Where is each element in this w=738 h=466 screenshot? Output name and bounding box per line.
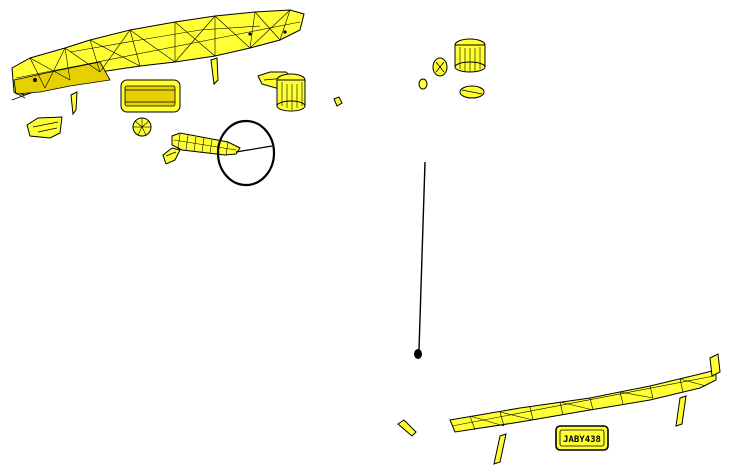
bumper-bracket xyxy=(675,395,687,427)
dashboard-support-leg xyxy=(210,57,219,86)
dashboard-panel xyxy=(11,9,305,101)
bumper-end-cap xyxy=(709,353,721,377)
instrument-cluster xyxy=(120,79,181,113)
license-plate: JABY438 xyxy=(555,425,609,451)
small-bracket xyxy=(333,96,343,107)
antenna xyxy=(414,161,426,359)
bumper-bracket xyxy=(397,419,417,437)
steering-wheel xyxy=(216,119,276,187)
oval-disc xyxy=(432,57,448,77)
seat-cylinder xyxy=(276,73,306,112)
steering-column xyxy=(171,132,241,156)
left-vent xyxy=(26,116,63,139)
dashboard-support-leg xyxy=(70,91,78,116)
license-plate-text: JABY438 xyxy=(563,435,601,445)
round-vent xyxy=(132,117,152,137)
bumper-bracket xyxy=(493,433,507,465)
shift-knob xyxy=(162,147,181,165)
small-cap xyxy=(418,78,428,90)
flat-pad xyxy=(459,85,485,99)
rear-bumper xyxy=(449,369,717,433)
drum-cylinder xyxy=(454,38,486,73)
